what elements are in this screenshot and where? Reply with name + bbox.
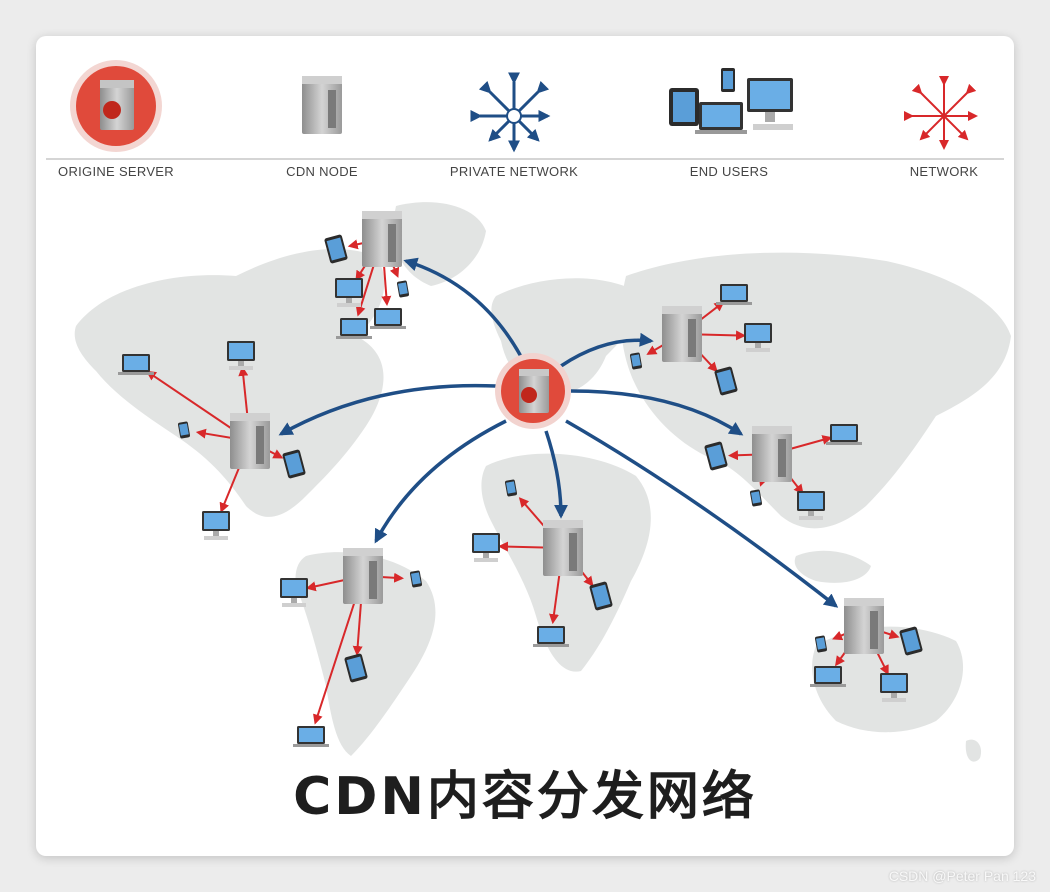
watermark: CSDN @Peter Pan 123 [888,868,1036,884]
private-network-link-na [278,383,497,436]
laptop-icon [370,308,406,329]
phone-icon [178,421,190,439]
laptop-icon [826,424,862,445]
private-network-icon [470,72,551,153]
tablet-icon [899,626,923,656]
server-icon [662,306,702,362]
laptop-icon [716,284,752,305]
phone-icon [750,489,762,507]
tablet-icon [344,653,368,683]
tablet-icon [589,581,613,611]
desktop-icon [744,323,772,352]
desktop-icon [227,341,255,370]
laptop-icon [336,318,372,339]
legend-label-origin-server: ORIGINE SERVER [58,164,174,179]
server-icon [844,598,884,654]
tablet-icon [324,234,348,264]
origin-server-icon [70,60,162,152]
desktop-icon [472,533,500,562]
tablet-icon [282,449,306,479]
legend-label-private-network: PRIVATE NETWORK [449,164,579,179]
server-icon [302,76,342,134]
tablet-icon [714,366,738,396]
phone-icon [410,570,422,588]
desktop-icon [880,673,908,702]
legend [46,60,1004,160]
map-sea-islands [794,550,871,583]
server-icon [543,520,583,576]
phone-icon [505,479,517,497]
laptop-icon [118,354,154,375]
laptop-icon [810,666,846,687]
desktop-icon [202,511,230,540]
network-nodes [118,211,923,747]
map-asia [620,252,1011,529]
phone-icon [815,635,827,653]
laptop-icon [533,626,569,647]
map-north-america [74,248,385,517]
desktop-icon [335,278,363,307]
end-users-icon [669,68,793,134]
legend-label-network: NETWORK [909,164,979,179]
network-icon [904,76,978,150]
legend-label-cdn-node: CDN NODE [286,164,358,179]
private-network-link-sa [374,419,507,544]
private-network-link-af [544,430,568,519]
server-icon [343,548,383,604]
world-map [74,202,1011,762]
server-icon [362,211,402,267]
diagram-card: ORIGINE SERVER CDN NODE PRIVATE NETWORK … [36,36,1014,856]
tablet-icon [704,441,728,471]
desktop-icon [797,491,825,520]
server-icon [230,413,270,469]
legend-label-end-users: END USERS [689,164,769,179]
server-icon [752,426,792,482]
map-south-america [295,552,436,756]
cdn-diagram [46,60,1011,762]
phone-icon [630,352,642,370]
page-title: CDN内容分发网络 [293,767,757,827]
private-network-link-eu [560,332,654,368]
phone-icon [397,280,409,298]
origin-server-icon [495,353,571,429]
private-network-link-nc [403,257,528,367]
map-new-zealand [965,739,982,762]
desktop-icon [280,578,308,607]
private-network-link-au [565,419,839,608]
laptop-icon [293,726,329,747]
private-network-link-as [570,389,744,436]
